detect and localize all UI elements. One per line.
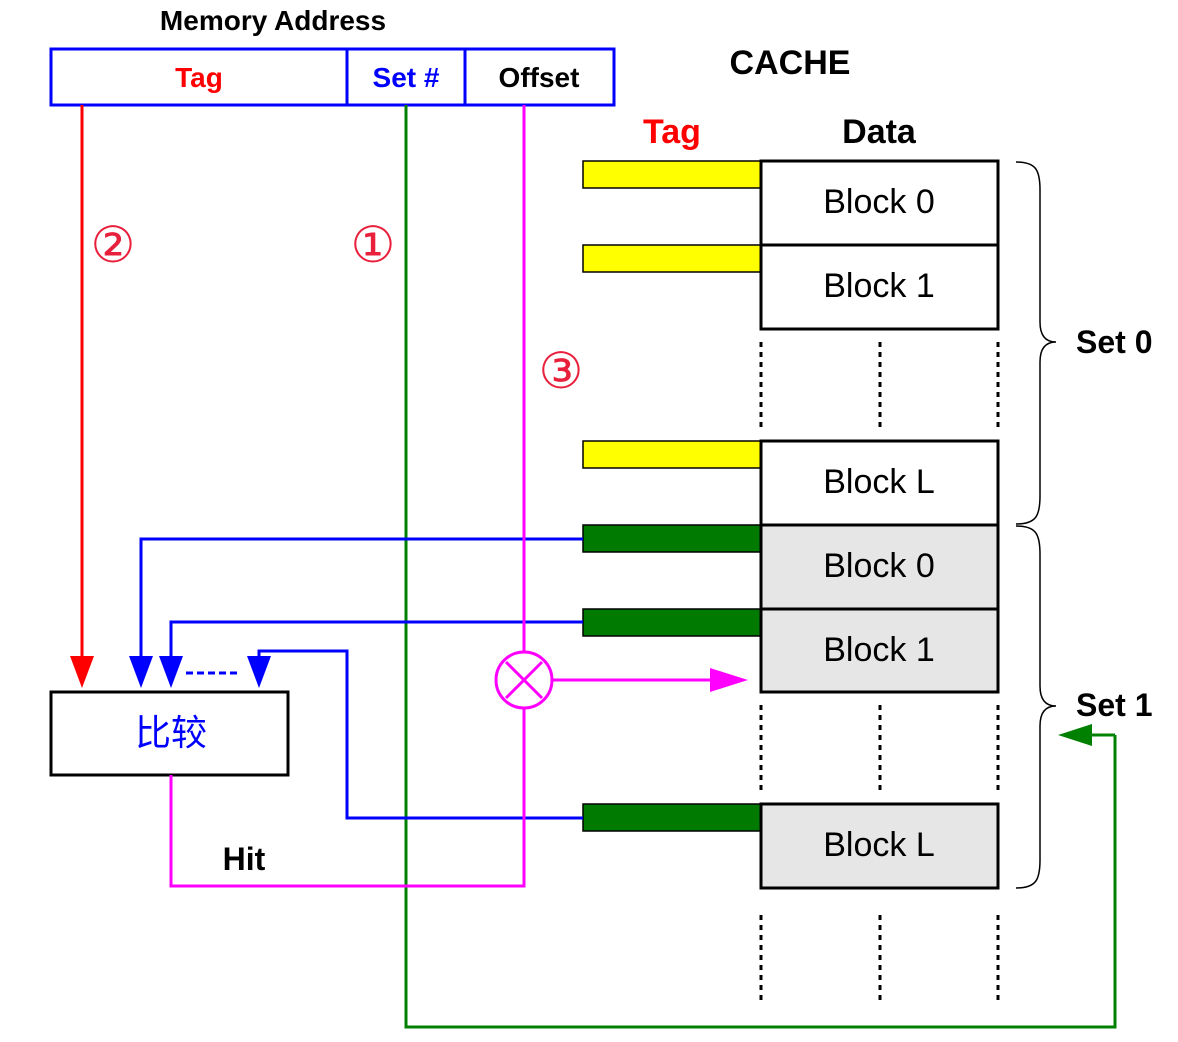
set0-block-1-label: Block 1 [823, 267, 935, 305]
set0-block-L-label: Block L [823, 463, 935, 501]
set0-tag-cell-0 [582, 160, 762, 189]
comparator: 比较 [49, 690, 290, 777]
hit-label: Hit [223, 841, 266, 877]
set1-block-1-label: Block 1 [823, 631, 935, 669]
set1-block-0 [759, 523, 1000, 611]
set1-block-L-label: Block L [823, 826, 935, 864]
set0-block-0-label: Block 0 [823, 183, 935, 221]
memory-address-title: Memory Address [160, 5, 386, 36]
set-0: Block 0 Block 1 Block L Set 0 [582, 159, 1152, 527]
set0-tag-cell-1 [582, 244, 762, 273]
address-offset-field: Offset [499, 62, 580, 93]
cache-title: CACHE [730, 44, 851, 82]
set0-tag-cell-L [582, 440, 762, 469]
set0-label: Set 0 [1076, 324, 1152, 360]
address-tag-field: Tag [175, 62, 223, 93]
set1-label: Set 1 [1076, 687, 1152, 723]
comparator-label: 比较 [135, 712, 207, 753]
compare-arrowhead-2 [159, 656, 183, 688]
address-frame [49, 47, 616, 107]
set1-block-1 [759, 607, 1000, 694]
cache-tag-column-header: Tag [643, 113, 701, 151]
tag-line [70, 105, 94, 688]
set-index-arrowhead [1058, 724, 1092, 746]
data-output-arrowhead [710, 668, 748, 692]
cache-data-column-header: Data [842, 113, 917, 151]
compare-lines [129, 537, 583, 820]
set-1: Block 0 Block 1 Block L Set 1 [582, 523, 1152, 890]
step-1-marker: ① [351, 216, 396, 274]
memory-address: Memory Address Tag Set # Offset [49, 5, 616, 107]
set0-block-0 [759, 159, 1000, 247]
set1-tag-cell-0 [582, 524, 762, 553]
compare-arrowhead-1 [129, 656, 153, 688]
set1-block-0-label: Block 0 [823, 547, 935, 585]
offset-line [169, 105, 748, 888]
step-3-marker: ③ [539, 342, 584, 400]
set0-block-L [759, 439, 1000, 527]
set-index-line [404, 105, 1117, 1029]
set1-tag-cell-L [582, 803, 762, 832]
set1-tag-cell-1 [582, 608, 762, 637]
set1-brace [1015, 525, 1057, 889]
set0-brace [1015, 161, 1057, 525]
address-set-field: Set # [373, 62, 440, 93]
set1-block-L [759, 802, 1000, 890]
set0-block-1 [759, 243, 1000, 331]
compare-arrowhead-L [247, 656, 271, 688]
tag-arrowhead [70, 656, 94, 688]
step-2-marker: ② [91, 216, 136, 274]
